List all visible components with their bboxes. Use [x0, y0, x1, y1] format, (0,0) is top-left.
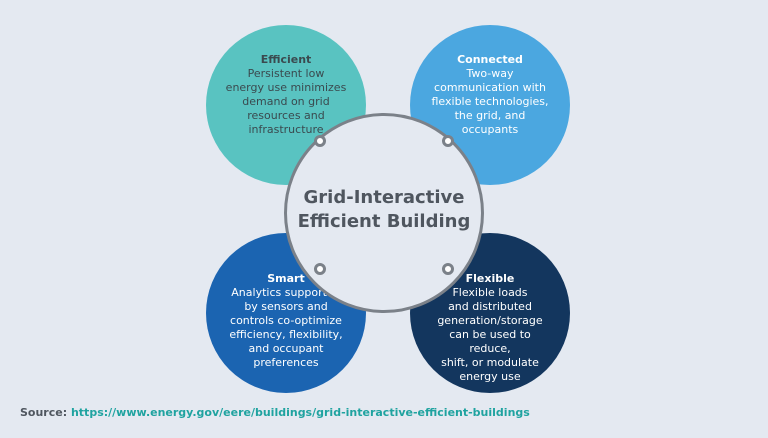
connected-description: Two-way communication with flexible tech… — [431, 67, 549, 136]
connector-node-top-right — [442, 135, 454, 147]
flexible-circle: Flexible Flexible loads and distributed … — [410, 233, 570, 393]
flexible-title: Flexible — [465, 272, 515, 285]
center-title: Grid-Interactive Efficient Building — [297, 187, 471, 232]
efficient-circle: Efficient Persistent low energy use mini… — [206, 25, 366, 185]
source-label: Source: — [20, 406, 68, 419]
efficient-text: Efficient Persistent low energy use mini… — [224, 53, 348, 137]
connector-node-bottom-left — [314, 263, 326, 275]
connected-title: Connected — [457, 53, 523, 66]
connector-node-bottom-right — [442, 263, 454, 275]
source-link[interactable]: https://www.energy.gov/eere/buildings/gr… — [70, 406, 530, 419]
smart-text: Smart Analytics supported by sensors and… — [224, 272, 348, 370]
flexible-text: Flexible Flexible loads and distributed … — [428, 272, 552, 384]
smart-description: Analytics supported by sensors and contr… — [229, 286, 343, 369]
flexible-description: Flexible loads and distributed generatio… — [437, 286, 543, 383]
connected-circle: Connected Two-way communication with fle… — [410, 25, 570, 185]
smart-title: Smart — [267, 272, 305, 285]
efficient-title: Efficient — [260, 53, 312, 66]
connected-text: Connected Two-way communication with fle… — [428, 53, 552, 137]
efficient-description: Persistent low energy use minimizes dema… — [225, 67, 347, 136]
connector-node-top-left — [314, 135, 326, 147]
source-line: Source: https://www.energy.gov/eere/buil… — [20, 406, 530, 419]
